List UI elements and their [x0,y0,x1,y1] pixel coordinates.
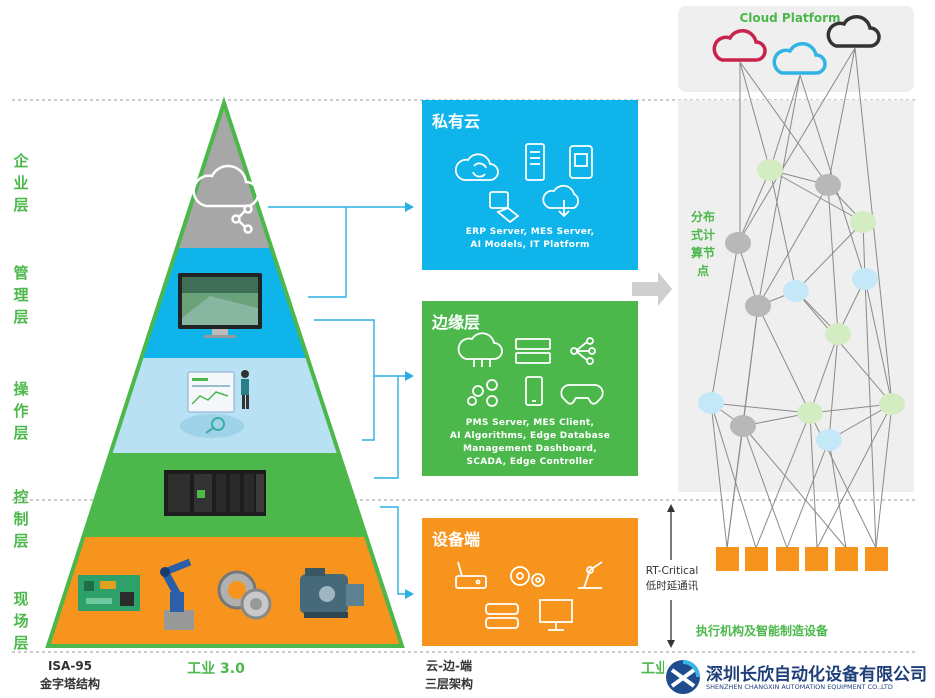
layer-label-control: 控制层 [13,488,29,550]
distributed-nodes-label: 分布式计算节点 [690,210,715,278]
monitor-icon [178,273,262,338]
isa95-title: ISA-95 [47,659,93,673]
cloud-platform-title: Cloud Platform [739,11,841,25]
cloud-network-icon [457,332,503,367]
rt-critical-line2: 低时延通讯 [645,580,699,592]
isa95-subtitle: 金字塔结构 [39,677,100,691]
company-logo-mark [666,660,700,694]
edge-title: 边缘层 [432,313,481,332]
users-network-icon [467,379,498,407]
private-cloud-box: 私有云 ERP Server, MES Server, AI Models, I… [422,100,638,270]
three-layer-subtitle: 三层架构 [424,677,473,691]
big-arrow-icon [632,272,672,306]
edge-layer-box: 边缘层 PMS Server, MES Client, AI Algorithm… [422,301,638,476]
company-name-cn: 深圳长欣自动化设备有限公司 [706,665,927,685]
circuit-board-icon [78,575,140,611]
gears-icon [510,566,545,587]
industry4-label: 工业 [641,661,669,677]
server-rack-icon [525,143,545,181]
electric-motor-icon [300,568,364,618]
rt-critical-line1: RT-Critical [645,565,699,577]
robot-arm-icon [160,558,194,630]
layer-label-operation: 操作层 [13,380,29,442]
private-cloud-title: 私有云 [432,112,481,131]
actuators-label: 执行机构及智能制造设备 [695,624,828,638]
layer-label-field: 现场层 [13,590,29,652]
plc-controller-icon [164,470,266,516]
device-title: 设备端 [432,530,481,549]
device-layer-box: 设备端 [422,518,638,646]
cloud-red-icon [712,29,767,62]
cloud-sync-icon [454,153,499,181]
isa95-pyramid [45,96,405,648]
cloud-dark-icon [826,15,881,48]
router-icon [455,561,487,589]
hand-chip-icon [489,191,520,224]
cloud-blue-icon [772,42,827,75]
three-layer-label: 云-边-端 三层架构 [404,657,494,693]
company-name-en: SHENZHEN CHANGXIN AUTOMATION EQUIPMENT C… [706,683,893,691]
server-icon [515,338,551,364]
robot-arm-line-icon [578,561,603,589]
industry3-label: 工业 3.0 [187,661,245,677]
cloud-share-icon [192,164,260,234]
smartphone-icon [525,376,543,406]
gamepad-icon [560,384,604,405]
isa95-label: ISA-95 金字塔结构 [30,657,110,693]
rt-critical-label: RT-Critical 低时延通讯 [640,564,704,594]
three-layer-title: 云-边-端 [426,659,472,673]
server-stack-icon [485,603,519,629]
private-cloud-bg [422,100,638,270]
share-nodes-icon [570,337,596,365]
monitor-line-icon [539,599,573,631]
edge-desc: PMS Server, MES Client, AI Algorithms, E… [449,418,611,467]
device-bg [422,518,638,646]
company-logo: 深圳长欣自动化设备有限公司 SHENZHEN CHANGXIN AUTOMATI… [664,656,935,698]
private-cloud-desc: ERP Server, MES Server, AI Models, IT Pl… [465,227,595,250]
bearing-gear-icon [217,570,272,620]
layer-label-management: 管理层 [13,264,29,326]
cloud-download-icon [542,184,580,218]
cloud-platform-panel [678,6,914,92]
actuator-squares [716,547,888,571]
dashboard-operator-icon [180,370,249,438]
tablet-icon [569,145,593,179]
compute-nodes [698,159,905,451]
layer-label-enterprise: 企业层 [13,152,29,214]
